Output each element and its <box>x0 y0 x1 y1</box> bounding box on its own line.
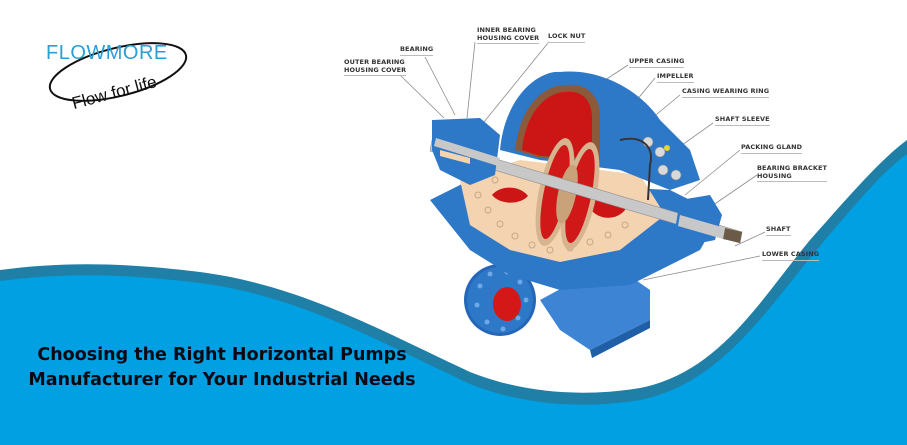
callout-line: SHAFT <box>766 225 791 233</box>
callout-line: BEARING <box>400 45 434 53</box>
callout-line: HOUSING <box>757 171 792 180</box>
callout-line: SHAFT SLEEVE <box>715 115 770 123</box>
callout-upper-casing: UPPER CASING <box>629 57 685 68</box>
callout-line: BEARING BRACKET <box>757 164 828 172</box>
logo-brand: FLOWMORE <box>46 42 168 64</box>
wave-fill <box>0 154 907 445</box>
callout-inner-bearing-housing-cover: INNER BEARING HOUSING COVER <box>477 26 540 44</box>
headline-line-1: Choosing the Right Horizontal Pumps <box>37 345 407 365</box>
headline-line-2: Manufacturer for Your Industrial Needs <box>28 370 416 390</box>
callout-line: UPPER CASING <box>629 57 685 65</box>
callout-line: PACKING GLAND <box>741 143 803 151</box>
callout-impeller: IMPELLER <box>657 72 694 83</box>
logo-swoosh-icon <box>48 42 188 102</box>
callout-line: IMPELLER <box>657 72 694 80</box>
callout-line: HOUSING COVER <box>477 33 540 42</box>
callout-line: HOUSING COVER <box>344 65 407 74</box>
callout-shaft: SHAFT <box>766 225 791 236</box>
callout-casing-wearing-ring: CASING WEARING RING <box>682 87 770 98</box>
callout-line: LOWER CASING <box>762 250 820 258</box>
impeller <box>535 138 600 250</box>
callout-lock-nut: LOCK NUT <box>548 32 586 43</box>
callout-line: CASING WEARING RING <box>682 87 770 95</box>
callout-packing-gland: PACKING GLAND <box>741 143 803 154</box>
callout-lower-casing: LOWER CASING <box>762 250 820 261</box>
callout-line: LOCK NUT <box>548 32 586 40</box>
headline: Choosing the Right Horizontal Pumps Manu… <box>12 343 432 393</box>
flowmore-logo[interactable]: FLOWMORE Flow for life <box>30 22 200 127</box>
callout-bearing-bracket-housing: BEARING BRACKET HOUSING <box>757 164 828 182</box>
callout-bearing: BEARING <box>400 45 434 56</box>
callout-shaft-sleeve: SHAFT SLEEVE <box>715 115 770 126</box>
callout-outer-bearing-housing-cover: OUTER BEARING HOUSING COVER <box>344 58 407 76</box>
callout-line: INNER BEARING <box>477 26 536 34</box>
callout-line: OUTER BEARING <box>344 58 405 66</box>
